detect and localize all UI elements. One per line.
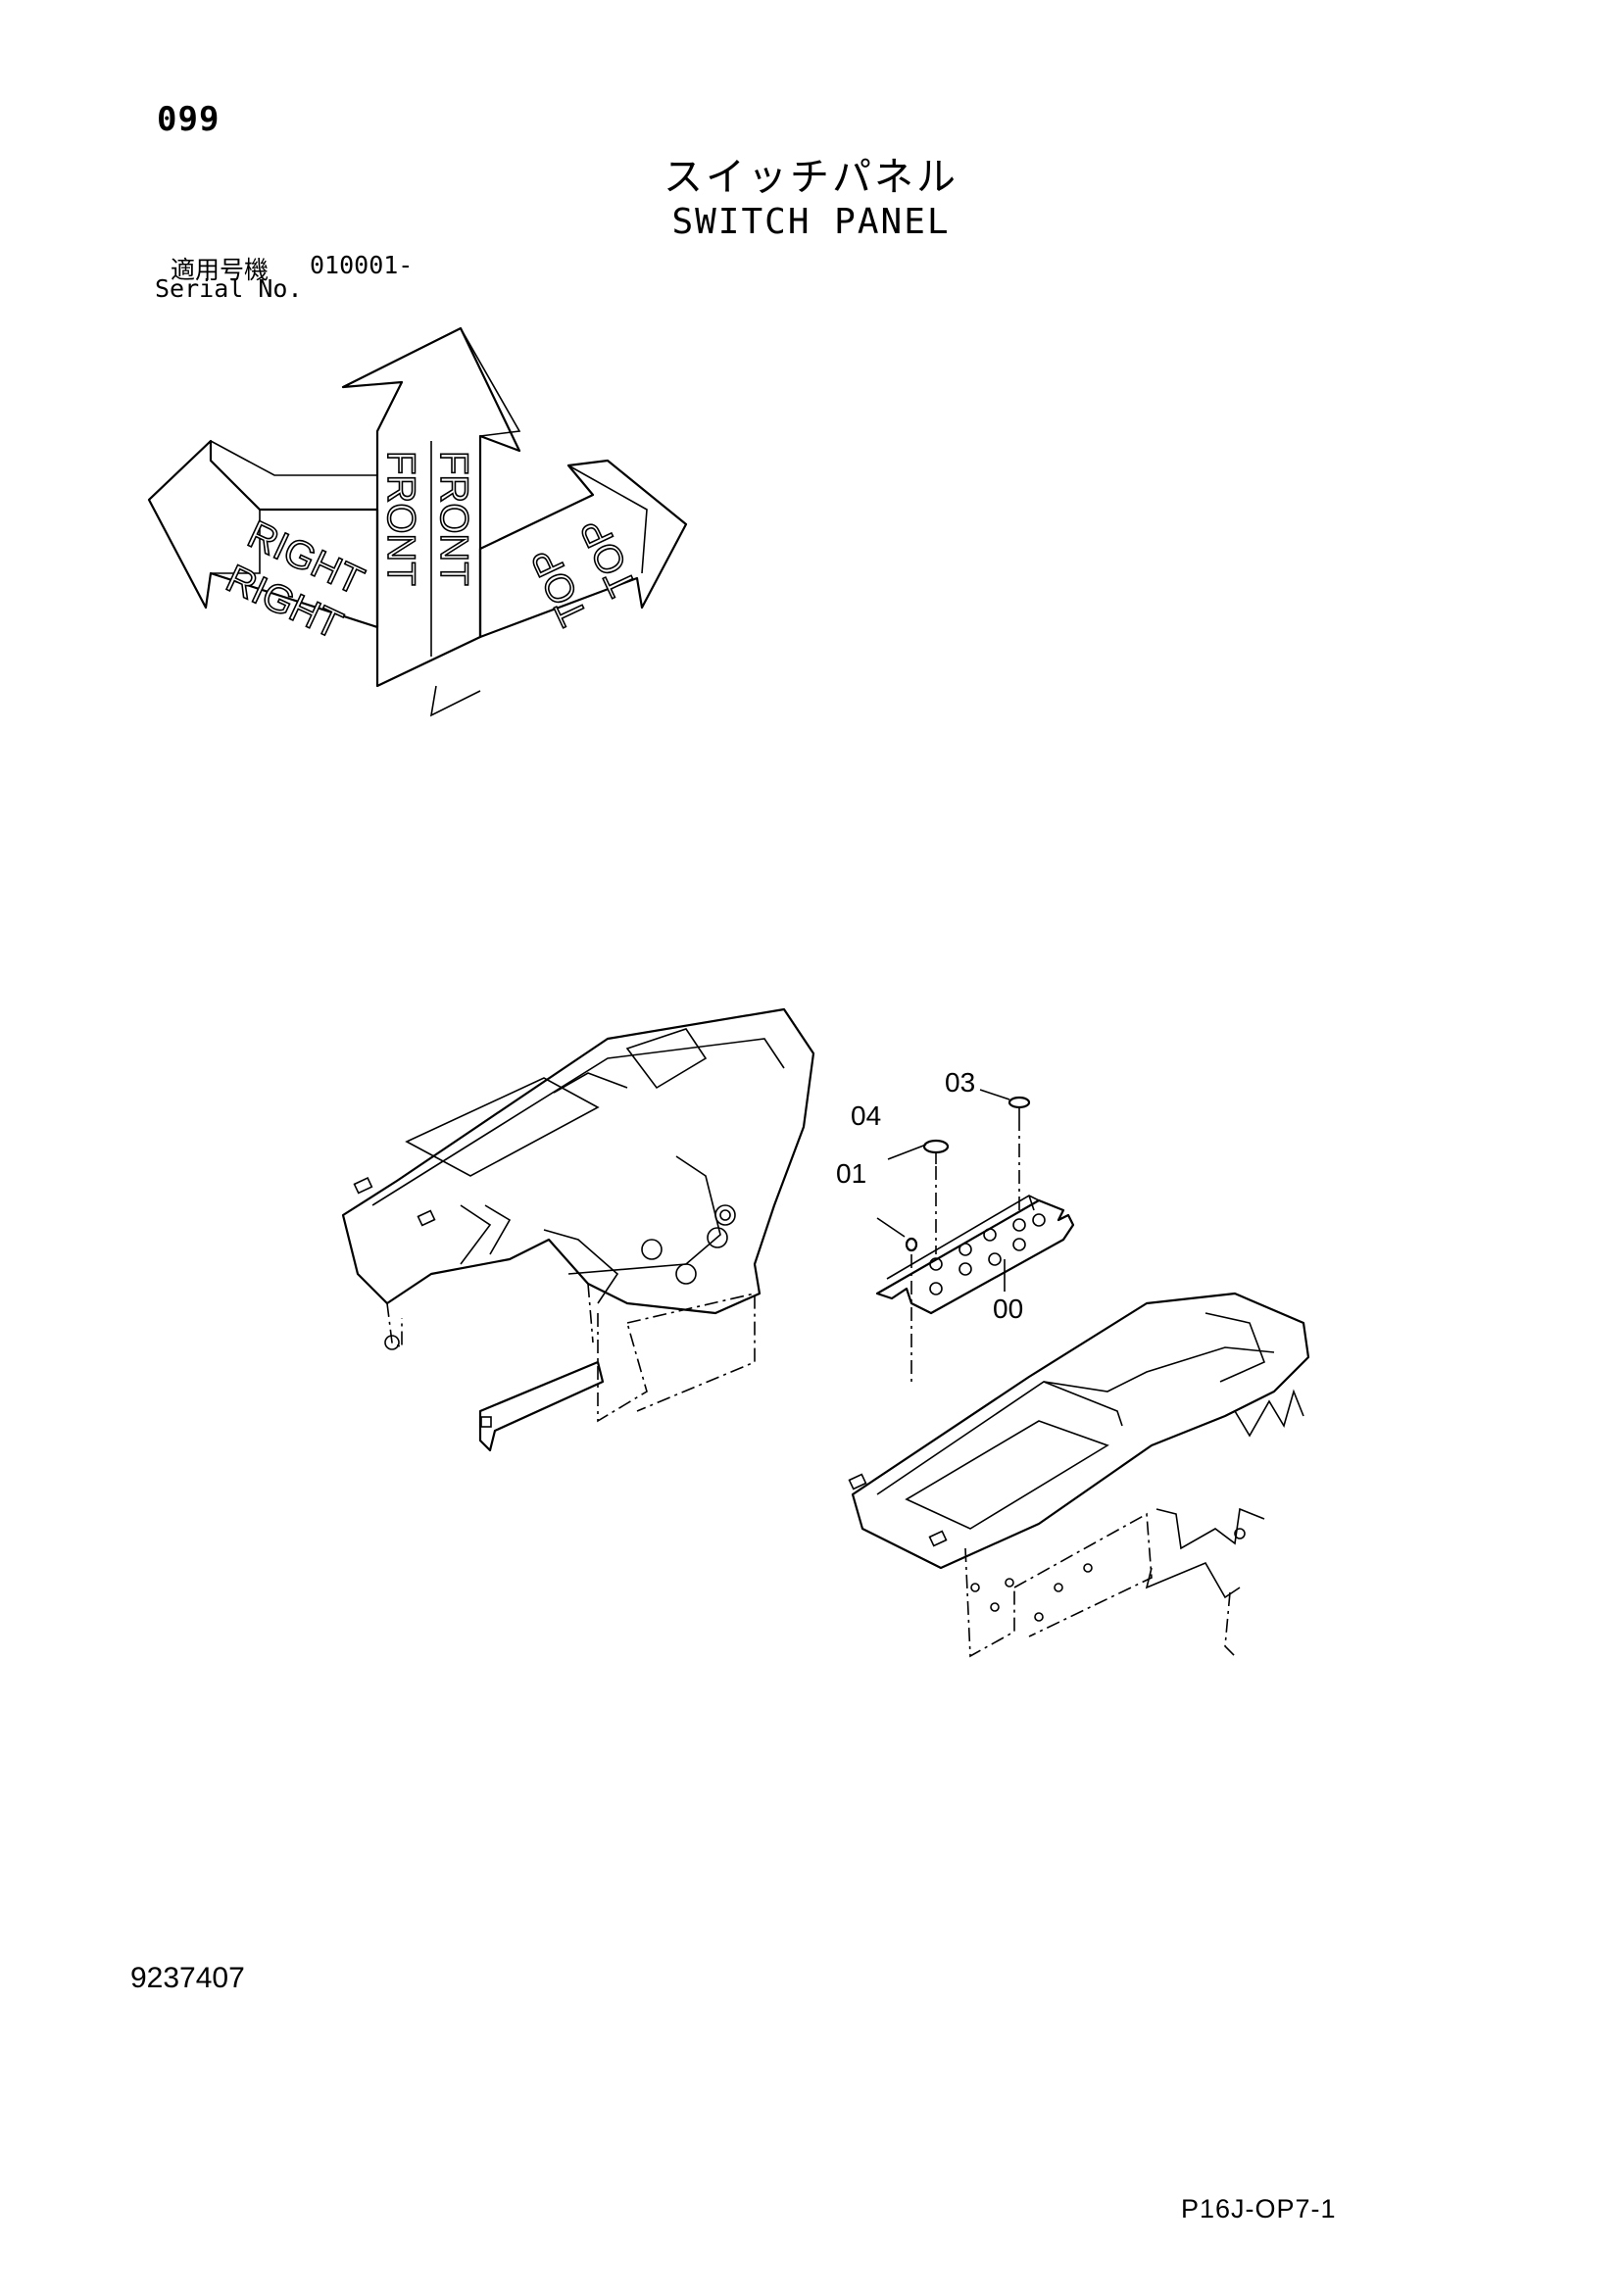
part-04-knob <box>922 1139 950 1254</box>
title-english: SWITCH PANEL <box>671 202 951 242</box>
orientation-symbol: RIGHT RIGHT FRONT FRONT TOP TOP <box>147 326 688 717</box>
right-arrow: RIGHT RIGHT <box>147 439 379 649</box>
left-console-assembly <box>341 1007 815 1452</box>
part-01-screw <box>905 1237 918 1382</box>
callout-01: 01 <box>836 1158 866 1189</box>
page-code: P16J-OP7-1 <box>1181 2194 1337 2223</box>
callout-00: 00 <box>993 1294 1023 1324</box>
document-number: 9237407 <box>130 1962 245 1994</box>
serial-label-english: Serial No. <box>155 274 303 303</box>
front-label-right: FRONT <box>432 451 475 586</box>
front-label-left: FRONT <box>379 451 422 586</box>
callout-04: 04 <box>851 1100 881 1131</box>
callout-leaders <box>876 1089 1010 1292</box>
serial-label-japanese: 適用号機 <box>171 256 270 284</box>
front-arrow: FRONT FRONT <box>341 326 521 688</box>
right-console-assembly <box>848 1292 1310 1658</box>
page-number: 099 <box>157 100 221 139</box>
callout-03: 03 <box>945 1067 975 1098</box>
part-03-knob <box>1008 1096 1031 1215</box>
switch-panel-bracket <box>875 1195 1075 1315</box>
serial-range: 010001- <box>310 251 414 279</box>
title-japanese: スイッチパネル <box>664 155 958 200</box>
